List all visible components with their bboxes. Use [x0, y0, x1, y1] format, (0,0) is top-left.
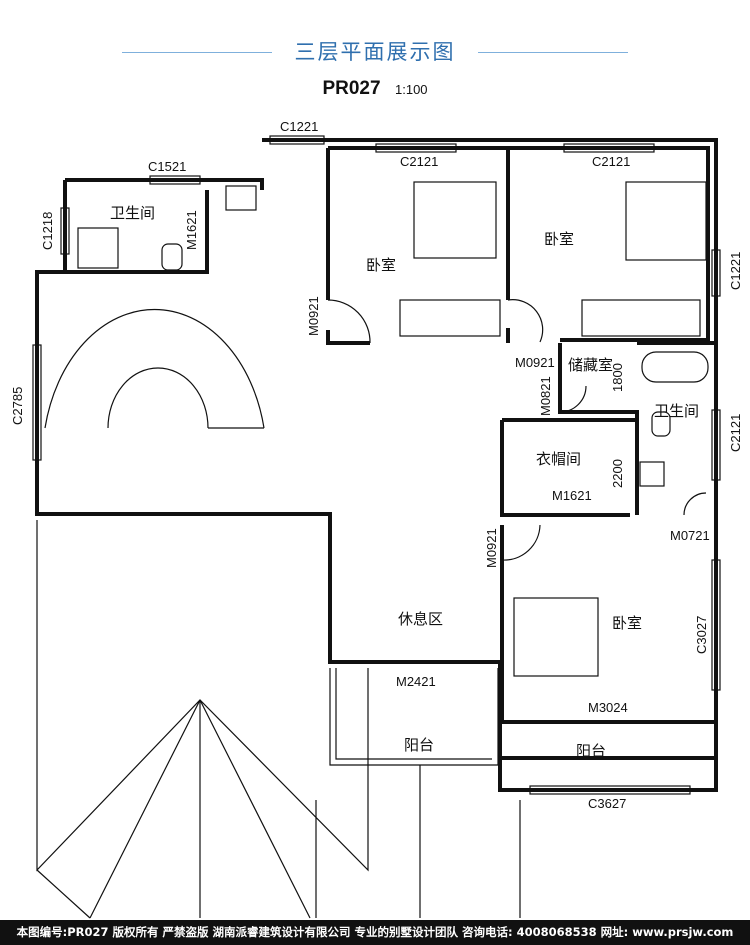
door-tag: M2421	[396, 674, 436, 689]
door-tag: M0821	[538, 376, 553, 416]
window-tag: C2121	[728, 414, 743, 452]
plan-code-line: PR027 1:100	[0, 78, 750, 100]
bed	[513, 597, 599, 677]
bed	[413, 181, 497, 259]
window	[149, 175, 201, 185]
window	[711, 249, 721, 297]
wardrobe	[399, 299, 501, 337]
door-tag: M0921	[515, 355, 555, 370]
title-rule-left	[122, 52, 272, 53]
window	[711, 559, 721, 691]
window-tag: C1221	[280, 119, 318, 134]
door-swing	[501, 524, 541, 561]
room-label-bedroom-ne: 卧室	[544, 230, 574, 248]
wall-outline	[262, 138, 718, 525]
sink	[225, 185, 257, 211]
toilet	[161, 243, 183, 271]
wall-bedroom-north	[328, 146, 710, 342]
footer-banner: 本图编号:PR027 版权所有 严禁盗版 湖南派睿建筑设计有限公司 专业的别墅设…	[0, 920, 750, 945]
room-label-bathroom-nw: 卫生间	[110, 204, 155, 222]
toilet	[651, 411, 671, 437]
room-label-bedroom-north: 卧室	[366, 256, 396, 274]
bathtub	[641, 351, 709, 383]
door-tag: M0921	[306, 296, 321, 336]
window	[711, 409, 721, 481]
window-tag: C1221	[728, 252, 743, 290]
wall-outline	[65, 190, 209, 274]
window-tag: C3027	[694, 616, 709, 654]
balcony-rail	[335, 668, 492, 760]
window-tag: C2121	[400, 154, 438, 169]
roof-outline	[36, 520, 369, 918]
room-label-bathroom-e: 卫生间	[654, 402, 699, 420]
door-swing	[683, 492, 707, 516]
shower	[77, 227, 119, 269]
roof-outline	[36, 699, 311, 919]
door-swing	[559, 385, 587, 413]
wall-storage	[558, 343, 639, 515]
wall-bedroom-north	[326, 148, 370, 345]
room-label-bedroom-se: 卧室	[612, 614, 642, 632]
window	[60, 207, 70, 255]
room-label-cloakroom: 衣帽间	[536, 450, 581, 468]
room-label-balcony-se: 阳台	[576, 742, 606, 760]
roof-outline	[315, 765, 521, 918]
window-tag: C3627	[588, 796, 626, 811]
stair-arc	[44, 308, 265, 429]
dimension-tag: 2200	[610, 459, 625, 488]
window-tag: C1521	[148, 159, 186, 174]
window	[529, 785, 691, 795]
title-rule-right	[478, 52, 628, 53]
sink	[639, 461, 665, 487]
door-tag: M0721	[670, 528, 710, 543]
balcony-outline	[329, 668, 499, 766]
window-tag: C2121	[592, 154, 630, 169]
stair-arc	[107, 367, 209, 429]
door-swing	[327, 299, 371, 344]
dimension-tag: 1800	[610, 363, 625, 392]
room-label-lounge: 休息区	[398, 610, 443, 628]
bed	[625, 181, 707, 261]
window	[32, 344, 42, 461]
window	[269, 135, 325, 145]
wall-outline	[35, 180, 500, 664]
wall-bedroom-se	[500, 525, 716, 724]
door-tag: M3024	[588, 700, 628, 715]
door-tag: M0921	[484, 528, 499, 568]
room-label-storage: 储藏室	[568, 356, 613, 374]
door-swing	[507, 299, 544, 343]
wardrobe	[581, 299, 701, 337]
plan-title: 三层平面展示图	[294, 40, 456, 64]
door-tag: M1621	[184, 210, 199, 250]
wall-cloak	[500, 418, 637, 517]
window-tag: C2785	[10, 387, 25, 425]
plan-code: PR027	[322, 78, 381, 99]
window-tag: C1218	[40, 212, 55, 250]
window	[563, 143, 655, 153]
plan-scale: 1:100	[395, 82, 428, 97]
window	[375, 143, 457, 153]
wall-outline	[498, 525, 718, 792]
door-tag: M1621	[552, 488, 592, 503]
room-label-balcony-center: 阳台	[404, 736, 434, 754]
wall-outline	[65, 178, 264, 190]
